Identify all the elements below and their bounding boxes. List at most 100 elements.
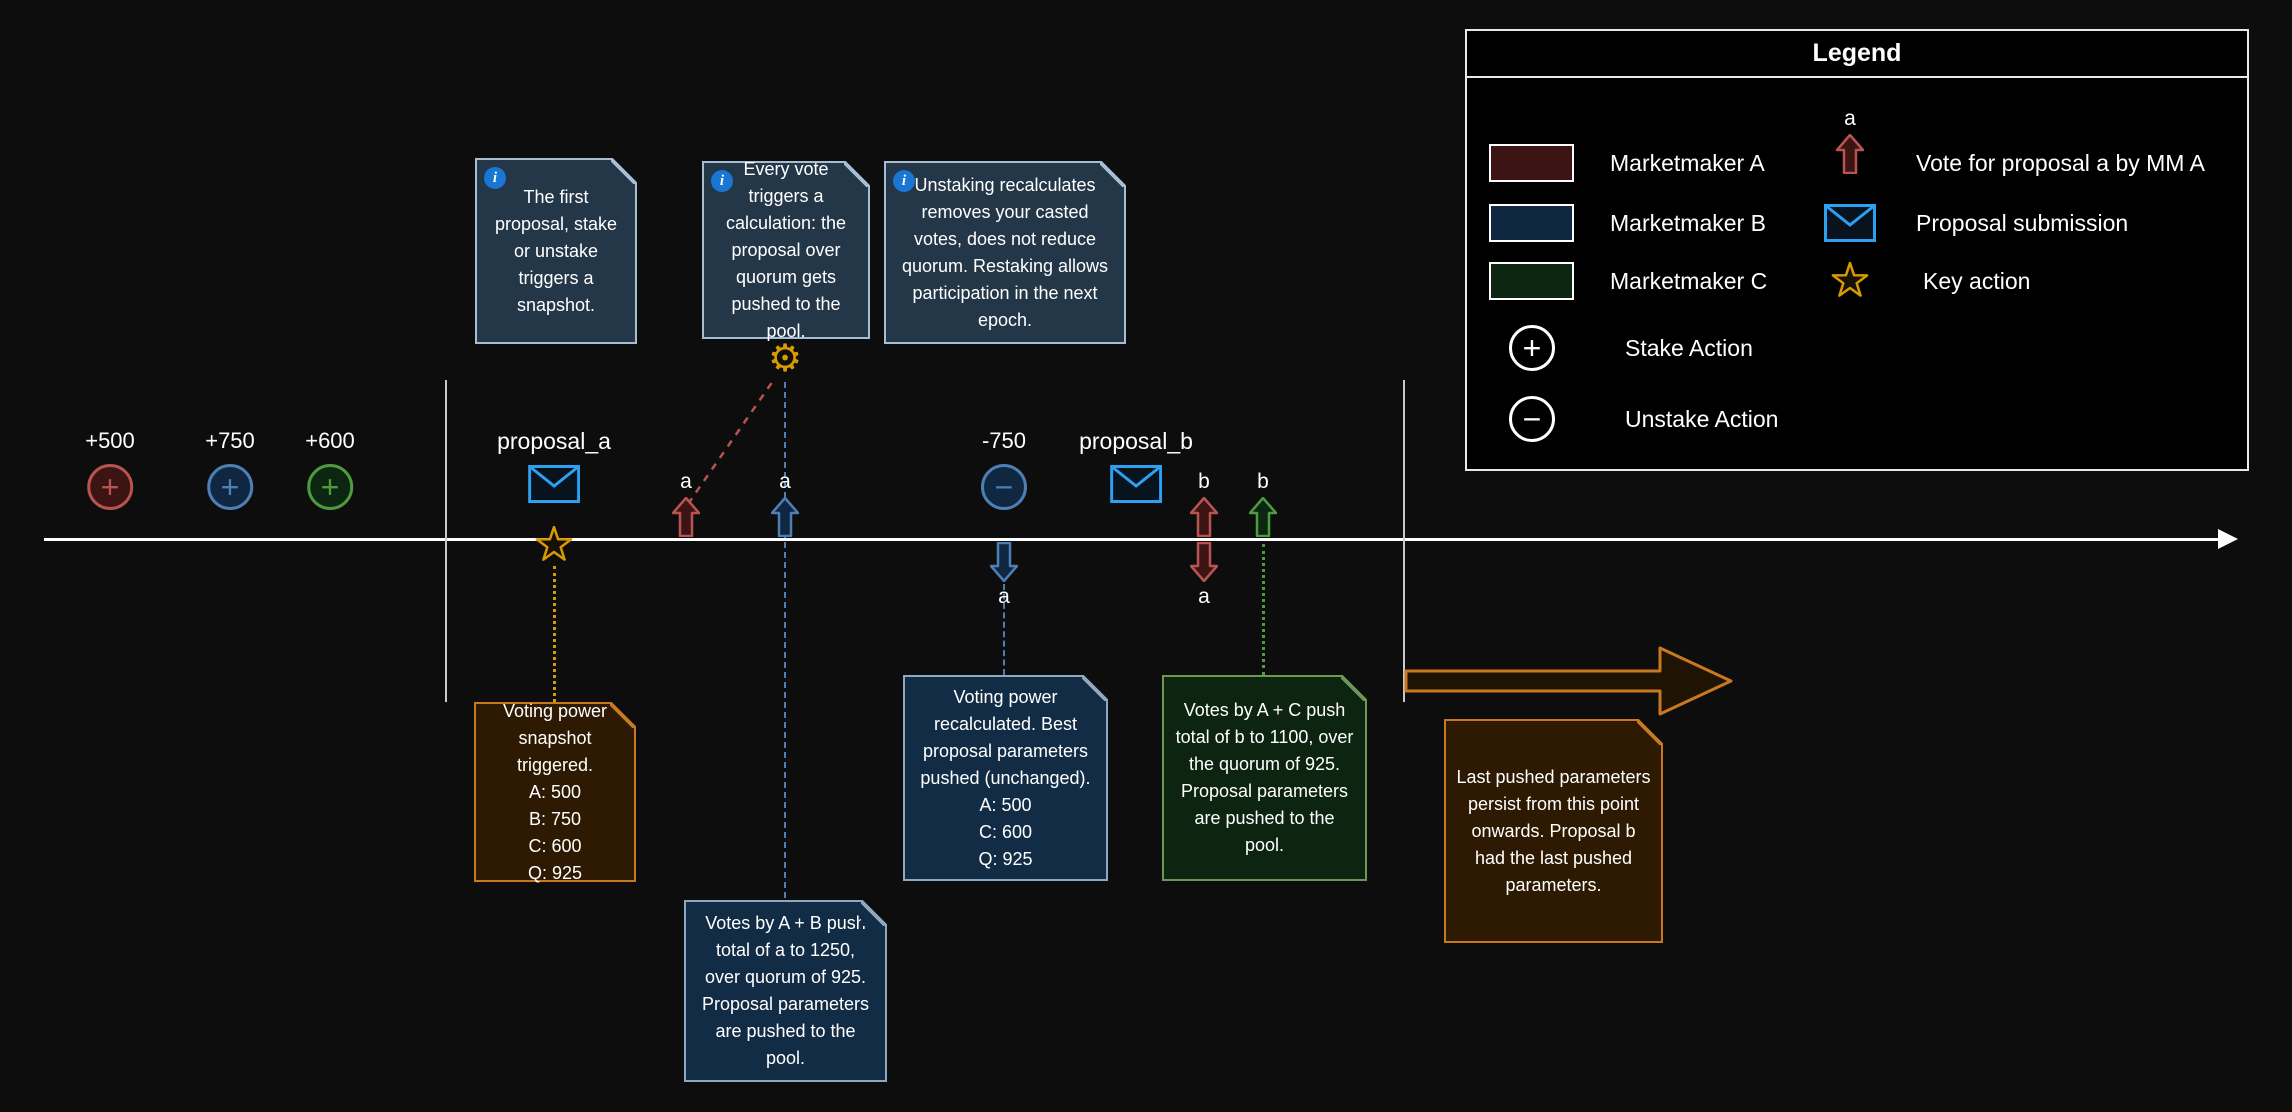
legend-label-mmC: Marketmaker C [1610,268,1768,294]
vote-removed-a-by-mmB: a [990,542,1018,609]
stake-event-mmA: +500 + [85,428,135,510]
unstake-circle-mmB: − [981,464,1027,510]
note-text: Votes by A + B push total of a to 1250, … [701,913,870,1068]
note-votes-a-pushed: Votes by A + B push total of a to 1250, … [684,900,887,1082]
vote-letter: b [1198,470,1210,493]
legend-label-proposal: Proposal submission [1916,210,2129,236]
proposal-a-event: proposal_a [497,428,611,503]
note-value: Q: 925 [527,862,583,883]
note-fold-corner [611,158,637,184]
vote-letter: a [1198,585,1210,608]
legend-stake-icon: + [1509,325,1555,371]
stake-amount-label: +500 [85,428,135,453]
note-text: Voting power snapshot triggered. [502,700,608,775]
connector-vote-to-gear [686,377,777,505]
note-value: C: 600 [978,821,1033,842]
stake-circle-mmC: + [307,464,353,510]
note-text: Voting power recalculated. Best proposal… [920,686,1091,788]
vote-b-by-mmC: b [1249,470,1277,537]
timeline-arrowhead-icon [2218,529,2238,549]
vote-b-by-mmA: b [1190,470,1218,537]
note-fold-corner [1100,161,1126,187]
persist-forward-arrow-icon [1404,646,1733,716]
gear-icon: ⚙ [767,338,803,380]
unstake-event-mmB: -750 − [981,428,1027,510]
note-value: B: 750 [528,808,582,829]
legend-swatch-mmA [1489,144,1574,182]
info-icon: i [484,167,506,189]
stake-event-mmC: +600 + [305,428,355,510]
stake-circle-mmB: + [207,464,253,510]
plus-icon: + [1522,330,1542,366]
note-fold-corner [1637,719,1663,745]
proposal-b-event: proposal_b [1079,428,1193,503]
legend-vote-icon: a [1836,107,1864,174]
note-text: The first proposal, stake or unstake tri… [494,186,618,315]
minus-icon: − [1522,401,1542,437]
legend-label-mmA: Marketmaker A [1610,150,1765,176]
note-value: C: 600 [528,835,582,856]
minus-icon: − [994,469,1014,505]
timeline-axis [44,538,2224,541]
vote-up-arrow-icon [1836,134,1864,174]
note-text: Last pushed parameters persist from this… [1456,766,1651,895]
legend-unstake-icon: − [1509,396,1555,442]
vote-down-arrow-icon [990,542,1018,582]
proposal-submission-icon [528,465,580,503]
note-voting-power-snapshot: Voting power snapshot triggered. A: 500 … [474,701,636,883]
note-value: A: 500 [979,794,1032,815]
note-text: Votes by A + C push total of b to 1100, … [1175,700,1354,855]
vote-letter: a [1844,107,1856,130]
note-text: Unstaking recalculates removes your cast… [901,174,1109,330]
legend-swatch-mmB [1489,204,1574,242]
plus-icon: + [100,469,120,505]
epoch-separator-left [445,380,447,702]
epoch-separator-right [1403,380,1405,702]
vote-removed-a-by-mmA: a [1190,542,1218,609]
plus-icon: + [220,469,240,505]
unstake-amount-label: -750 [981,428,1027,453]
vote-a-by-mmA: a [672,470,700,537]
legend-key-action-star-icon [1831,262,1869,297]
proposal-submission-icon [1110,465,1162,503]
vote-up-arrow-icon [771,497,799,537]
legend-label-stake: Stake Action [1625,335,1753,361]
note-value: Q: 925 [978,848,1033,869]
note-first-proposal-snapshot: i The first proposal, stake or unstake t… [475,158,637,344]
vote-up-arrow-icon [1249,497,1277,537]
legend-label-key-action: Key action [1923,268,2031,294]
legend-title: Legend [1467,31,2247,78]
note-votes-b-pushed: Votes by A + C push total of b to 1100, … [1162,675,1367,881]
note-value: A: 500 [528,781,582,802]
connector-votes-b [1262,544,1265,675]
plus-icon: + [320,469,340,505]
proposal-a-label: proposal_a [497,428,611,454]
proposal-b-label: proposal_b [1079,428,1193,454]
vote-letter: a [998,585,1010,608]
stake-amount-label: +750 [205,428,255,453]
vote-letter: a [779,470,791,493]
note-vote-calculation: i Every vote triggers a calculation: the… [702,159,870,341]
stake-amount-label: +600 [305,428,355,453]
vote-letter: a [680,470,692,493]
note-fold-corner [1082,675,1108,701]
connector-recalc [1003,584,1005,675]
note-fold-corner [844,161,870,187]
vote-letter: b [1257,470,1269,493]
legend-swatch-mmC [1489,262,1574,300]
vote-a-by-mmB: a [771,470,799,537]
note-fold-corner [861,900,887,926]
legend-label-mmB: Marketmaker B [1610,210,1766,236]
note-voting-power-recalculated: Voting power recalculated. Best proposal… [903,675,1108,881]
note-parameters-persist: Last pushed parameters persist from this… [1444,719,1663,943]
connector-votes-a [784,382,786,898]
vote-up-arrow-icon [1190,497,1218,537]
vote-up-arrow-icon [672,497,700,537]
note-text: Every vote triggers a calculation: the p… [725,158,847,341]
connector-snapshot [553,566,556,702]
info-icon: i [893,170,915,192]
stake-event-mmB: +750 + [205,428,255,510]
legend-panel: Legend Marketmaker A Marketmaker B Marke… [1465,29,2249,471]
legend-label-unstake: Unstake Action [1625,406,1779,432]
